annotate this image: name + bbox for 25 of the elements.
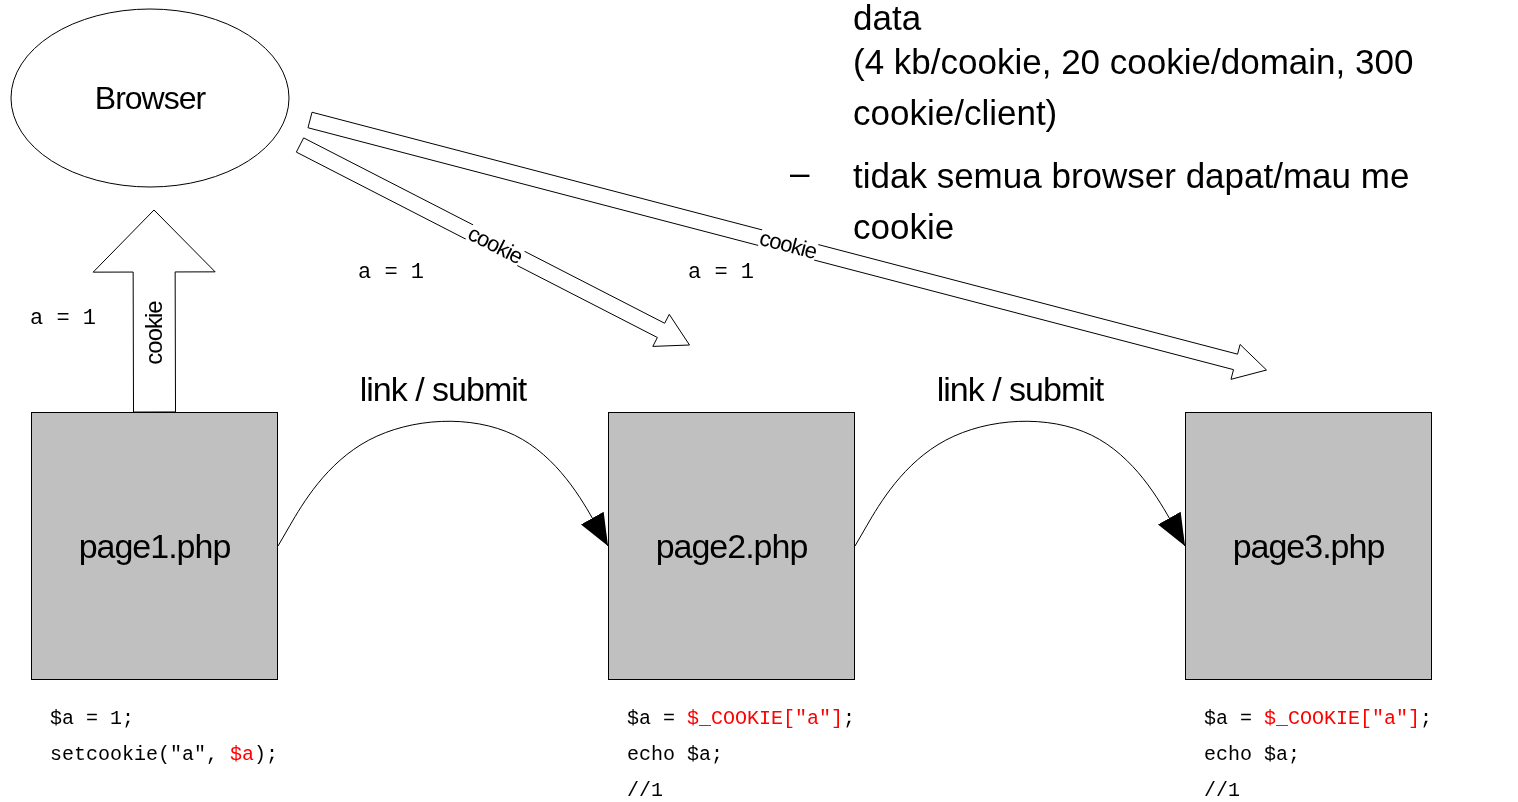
browser-ellipse	[10, 8, 290, 188]
node-label: page1.php	[78, 526, 231, 566]
code-line: //1	[1204, 778, 1241, 802]
value-text: a = 1	[358, 259, 424, 287]
code-line: //1	[627, 778, 664, 802]
edge-label: link / submit	[936, 372, 1104, 406]
code-line: $a = $_COOKIE["a"];	[1204, 706, 1433, 732]
code-line: $a = $_COOKIE["a"];	[627, 706, 856, 732]
value-text: a = 1	[688, 259, 754, 287]
node-label: Browser	[94, 79, 206, 117]
node-label: page2.php	[655, 526, 808, 566]
code-line: setcookie("a", $a);	[50, 742, 279, 768]
code-line: echo $a;	[1204, 742, 1301, 768]
note-text: data	[853, 0, 923, 35]
block-arrow	[307, 111, 1267, 380]
bullet-dash: –	[790, 152, 810, 194]
code-line: echo $a;	[627, 742, 724, 768]
curved-arrow	[277, 420, 609, 547]
note-text: tidak semua browser dapat/mau me cookie	[853, 155, 1411, 248]
note-text: (4 kb/cookie, 20 cookie/domain, 300 cookie/client)	[853, 41, 1415, 134]
value-text: a = 1	[30, 305, 96, 333]
edge-label: link / submit	[359, 372, 527, 406]
curved-arrow	[854, 420, 1186, 547]
node-label: page3.php	[1232, 526, 1385, 566]
code-line: $a = 1;	[50, 706, 135, 732]
